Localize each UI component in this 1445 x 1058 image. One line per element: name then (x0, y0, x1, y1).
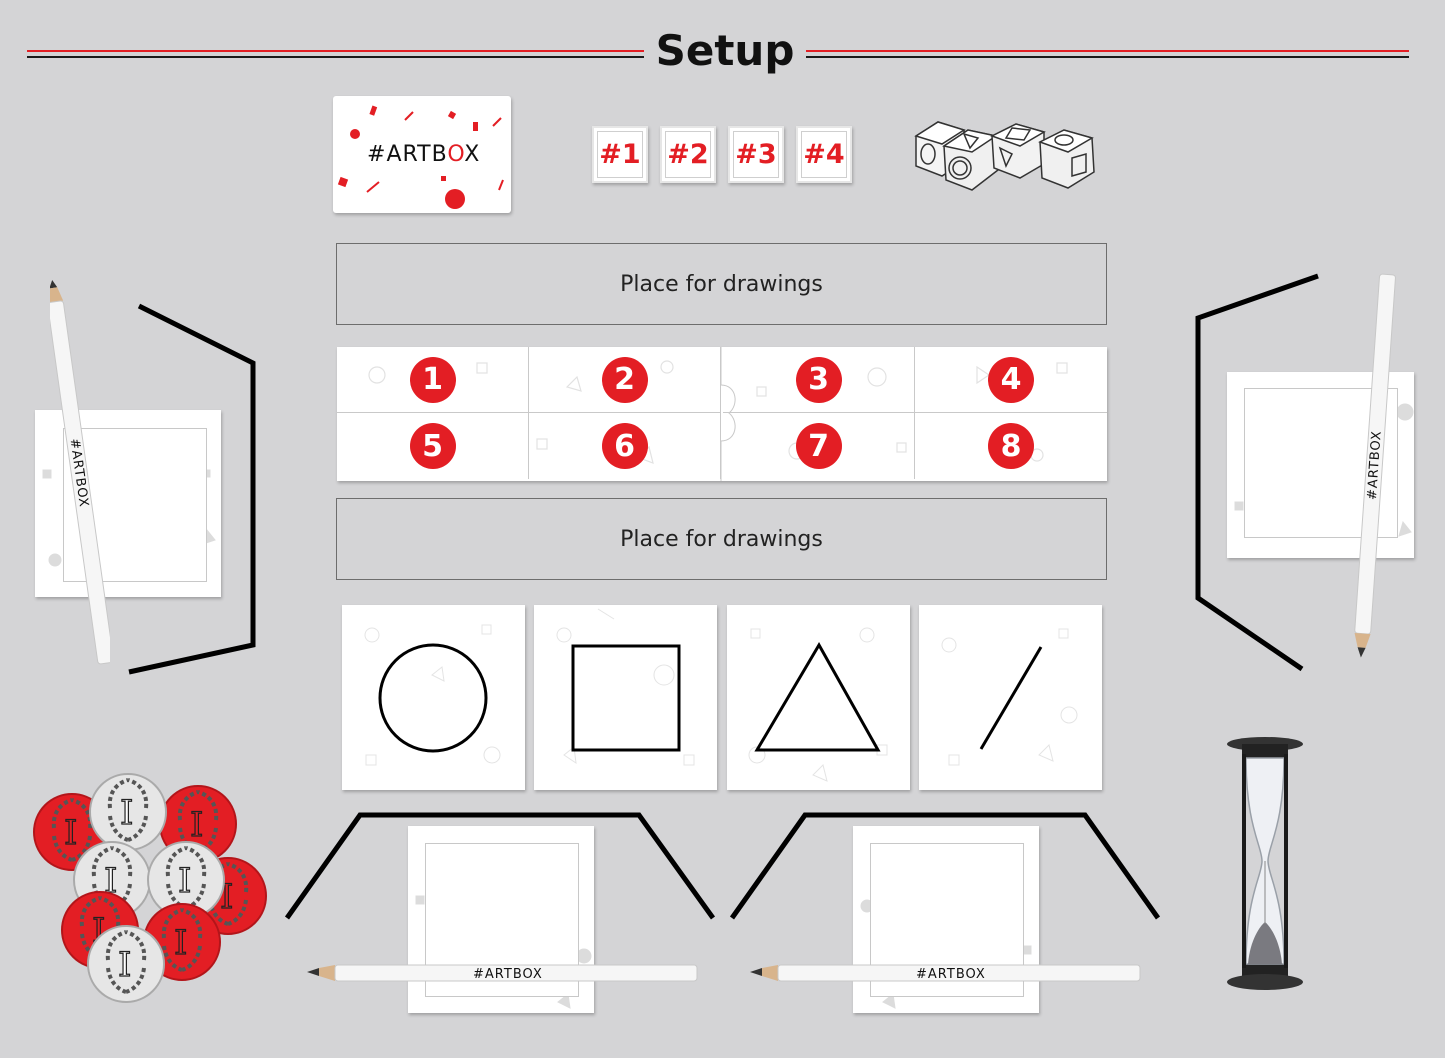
logo-o: O (447, 142, 465, 167)
round-token-label: #3 (733, 131, 779, 178)
hourglass-icon (1227, 737, 1303, 990)
pencil-left-icon: #ARTBOX (50, 279, 110, 665)
die-3 (990, 123, 1046, 179)
header-rule-right (806, 50, 1409, 58)
square-shape-icon (556, 608, 695, 766)
bracket-right (1195, 273, 1319, 672)
board-slot-4: 4 (915, 347, 1107, 413)
token-letter: I (190, 805, 203, 845)
drawing-area-label: Place for drawings (620, 526, 823, 552)
token-letter: I (104, 861, 117, 901)
round-token-label: #2 (665, 131, 711, 178)
logo-x: X (464, 142, 481, 167)
round-token-4: #4 (796, 126, 852, 183)
game-box-card: #ARTBOX (333, 96, 511, 213)
board-slot-7: 7 (723, 413, 915, 479)
triangle-shape-icon (748, 627, 888, 782)
number-board: 1 2 3 4 5 6 7 8 (337, 347, 1107, 481)
pencil-label: #ARTBOX (916, 967, 986, 982)
token-letter: I (174, 923, 187, 963)
number-5: 5 (409, 423, 456, 469)
number-7: 7 (795, 423, 842, 469)
line-shape-icon (941, 628, 1078, 766)
title-part-1: Set (655, 26, 735, 75)
sheet-pattern (1234, 403, 1414, 537)
number-2: 2 (601, 356, 648, 403)
round-token-3: #3 (728, 126, 784, 183)
board-slot-3: 3 (723, 347, 915, 413)
number-4: 4 (988, 356, 1034, 403)
token: I (147, 841, 225, 919)
pencil-label: #ARTBOX (473, 967, 543, 982)
pencil-bottom-right-icon: #ARTBOX (750, 964, 1141, 982)
token-letter: I (64, 813, 77, 853)
round-token-2: #2 (660, 126, 716, 183)
drawing-area-top: Place for drawings (336, 243, 1107, 325)
board-slot-2: 2 (529, 347, 721, 413)
token: I (87, 925, 165, 1003)
number-3: 3 (795, 356, 842, 403)
token: I (89, 773, 167, 851)
logo-rt: RT (402, 142, 432, 167)
pencil-right-icon: #ARTBOX (1354, 273, 1396, 658)
shape-card-line (919, 605, 1102, 790)
header-rule-left (27, 50, 644, 58)
shape-card-circle (342, 605, 525, 790)
drawing-area-label: Place for drawings (620, 271, 823, 297)
token-letter: I (178, 861, 191, 901)
board-slot-5: 5 (337, 413, 529, 479)
die-4 (1038, 129, 1095, 189)
bracket-left (128, 303, 256, 675)
round-token-label: #4 (801, 131, 847, 178)
number-8: 8 (988, 423, 1034, 469)
round-token-1: #1 (592, 126, 648, 183)
shape-card-triangle (727, 605, 910, 790)
vote-tokens: I I I I I I I I I (33, 773, 267, 1003)
page-title: Setup (645, 26, 805, 75)
title-part-2: up (734, 26, 795, 75)
confetti-decoration (337, 105, 504, 209)
player-sheet-bottom-left (408, 826, 594, 1013)
drawing-area-bottom: Place for drawings (336, 498, 1107, 580)
board-slot-1: 1 (337, 347, 529, 413)
pencil-label: #ARTBOX (1365, 430, 1385, 501)
artbox-logo: #ARTBOX (367, 142, 480, 167)
shape-dice (914, 121, 1095, 191)
bracket-bottom-right (729, 812, 1161, 920)
logo-b: B (431, 142, 448, 167)
token-letter: I (118, 945, 131, 985)
logo-hash: # (367, 142, 387, 167)
board-slot-8: 8 (915, 413, 1107, 479)
bracket-bottom-left (284, 812, 716, 920)
board-slot-6: 6 (529, 413, 721, 479)
number-6: 6 (601, 423, 648, 469)
shape-card-square (534, 605, 717, 790)
logo-a: A (386, 142, 403, 167)
round-token-label: #1 (597, 131, 643, 178)
number-1: 1 (409, 356, 456, 403)
token-letter: I (120, 793, 133, 833)
sheet-pattern (415, 895, 592, 1009)
pencil-bottom-left-icon: #ARTBOX (307, 964, 698, 982)
circle-shape-icon (364, 624, 501, 766)
